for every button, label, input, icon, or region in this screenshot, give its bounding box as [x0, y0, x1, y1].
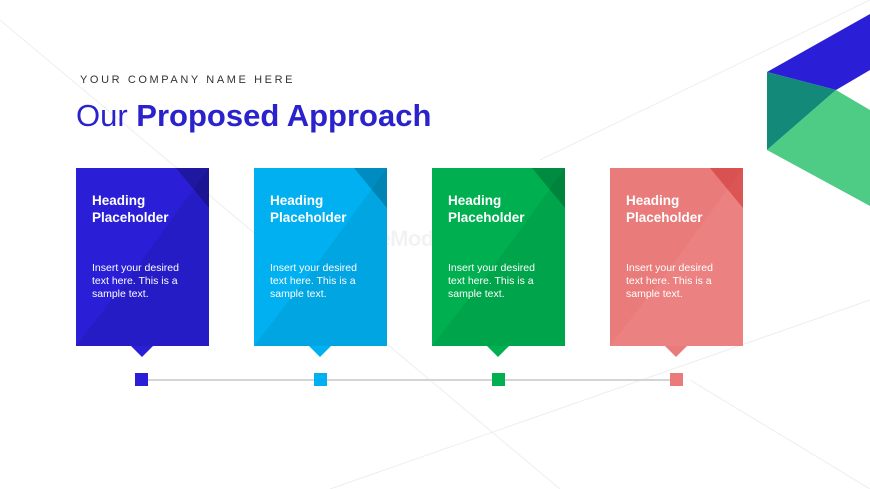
company-name: YOUR COMPANY NAME HERE	[80, 74, 296, 86]
card-3-body: Insert your desired text here. This is a…	[448, 262, 560, 301]
card-4-pointer	[665, 346, 687, 357]
card-1-pointer	[131, 346, 153, 357]
card-4-body-line1: Insert your desired	[626, 262, 713, 274]
card-3-fold-shading	[432, 168, 565, 346]
card-1-fold-shading	[76, 168, 209, 346]
title-light-part: Our	[76, 98, 137, 133]
timeline-marker-3	[492, 373, 505, 386]
card-4-body-line3: sample text.	[626, 288, 683, 300]
card-3-heading: Heading Placeholder	[448, 192, 560, 226]
timeline-marker-4	[670, 373, 683, 386]
card-3-heading-line2: Placeholder	[448, 210, 525, 225]
timeline-line	[142, 379, 677, 381]
card-1-body-line1: Insert your desired	[92, 262, 179, 274]
card-3[interactable]: Heading Placeholder Insert your desired …	[432, 168, 565, 346]
card-3-body-line2: text here. This is a	[448, 275, 534, 287]
card-2-body-line3: sample text.	[270, 288, 327, 300]
card-2-heading: Heading Placeholder	[270, 192, 382, 226]
card-2-heading-line1: Heading	[270, 193, 324, 208]
card-1-body-line2: text here. This is a	[92, 275, 178, 287]
card-3-pointer	[487, 346, 509, 357]
card-2-body-line1: Insert your desired	[270, 262, 357, 274]
card-2[interactable]: Heading Placeholder Insert your desired …	[254, 168, 387, 346]
card-4[interactable]: Heading Placeholder Insert your desired …	[610, 168, 743, 346]
card-2-body: Insert your desired text here. This is a…	[270, 262, 382, 301]
card-4-heading-line1: Heading	[626, 193, 680, 208]
card-2-heading-line2: Placeholder	[270, 210, 347, 225]
card-1-heading-line1: Heading	[92, 193, 146, 208]
timeline-marker-2	[314, 373, 327, 386]
corner-green-band	[767, 90, 870, 206]
card-3-heading-line1: Heading	[448, 193, 502, 208]
card-4-body-line2: text here. This is a	[626, 275, 712, 287]
slide-title: Our Proposed Approach	[76, 98, 431, 134]
timeline-marker-1	[135, 373, 148, 386]
card-2-body-line2: text here. This is a	[270, 275, 356, 287]
card-4-fold-shading	[610, 168, 743, 346]
card-1-body: Insert your desired text here. This is a…	[92, 262, 204, 301]
card-2-pointer	[309, 346, 331, 357]
card-1-heading-line2: Placeholder	[92, 210, 169, 225]
corner-teal-band	[767, 72, 836, 150]
corner-blue-band	[767, 14, 870, 90]
card-2-fold-shading	[254, 168, 387, 346]
card-3-body-line1: Insert your desired	[448, 262, 535, 274]
card-1-heading: Heading Placeholder	[92, 192, 204, 226]
card-3-body-line3: sample text.	[448, 288, 505, 300]
card-1-body-line3: sample text.	[92, 288, 149, 300]
title-bold-part: Proposed Approach	[136, 98, 432, 133]
card-1[interactable]: Heading Placeholder Insert your desired …	[76, 168, 209, 346]
card-4-body: Insert your desired text here. This is a…	[626, 262, 738, 301]
card-4-heading-line2: Placeholder	[626, 210, 703, 225]
card-4-heading: Heading Placeholder	[626, 192, 738, 226]
